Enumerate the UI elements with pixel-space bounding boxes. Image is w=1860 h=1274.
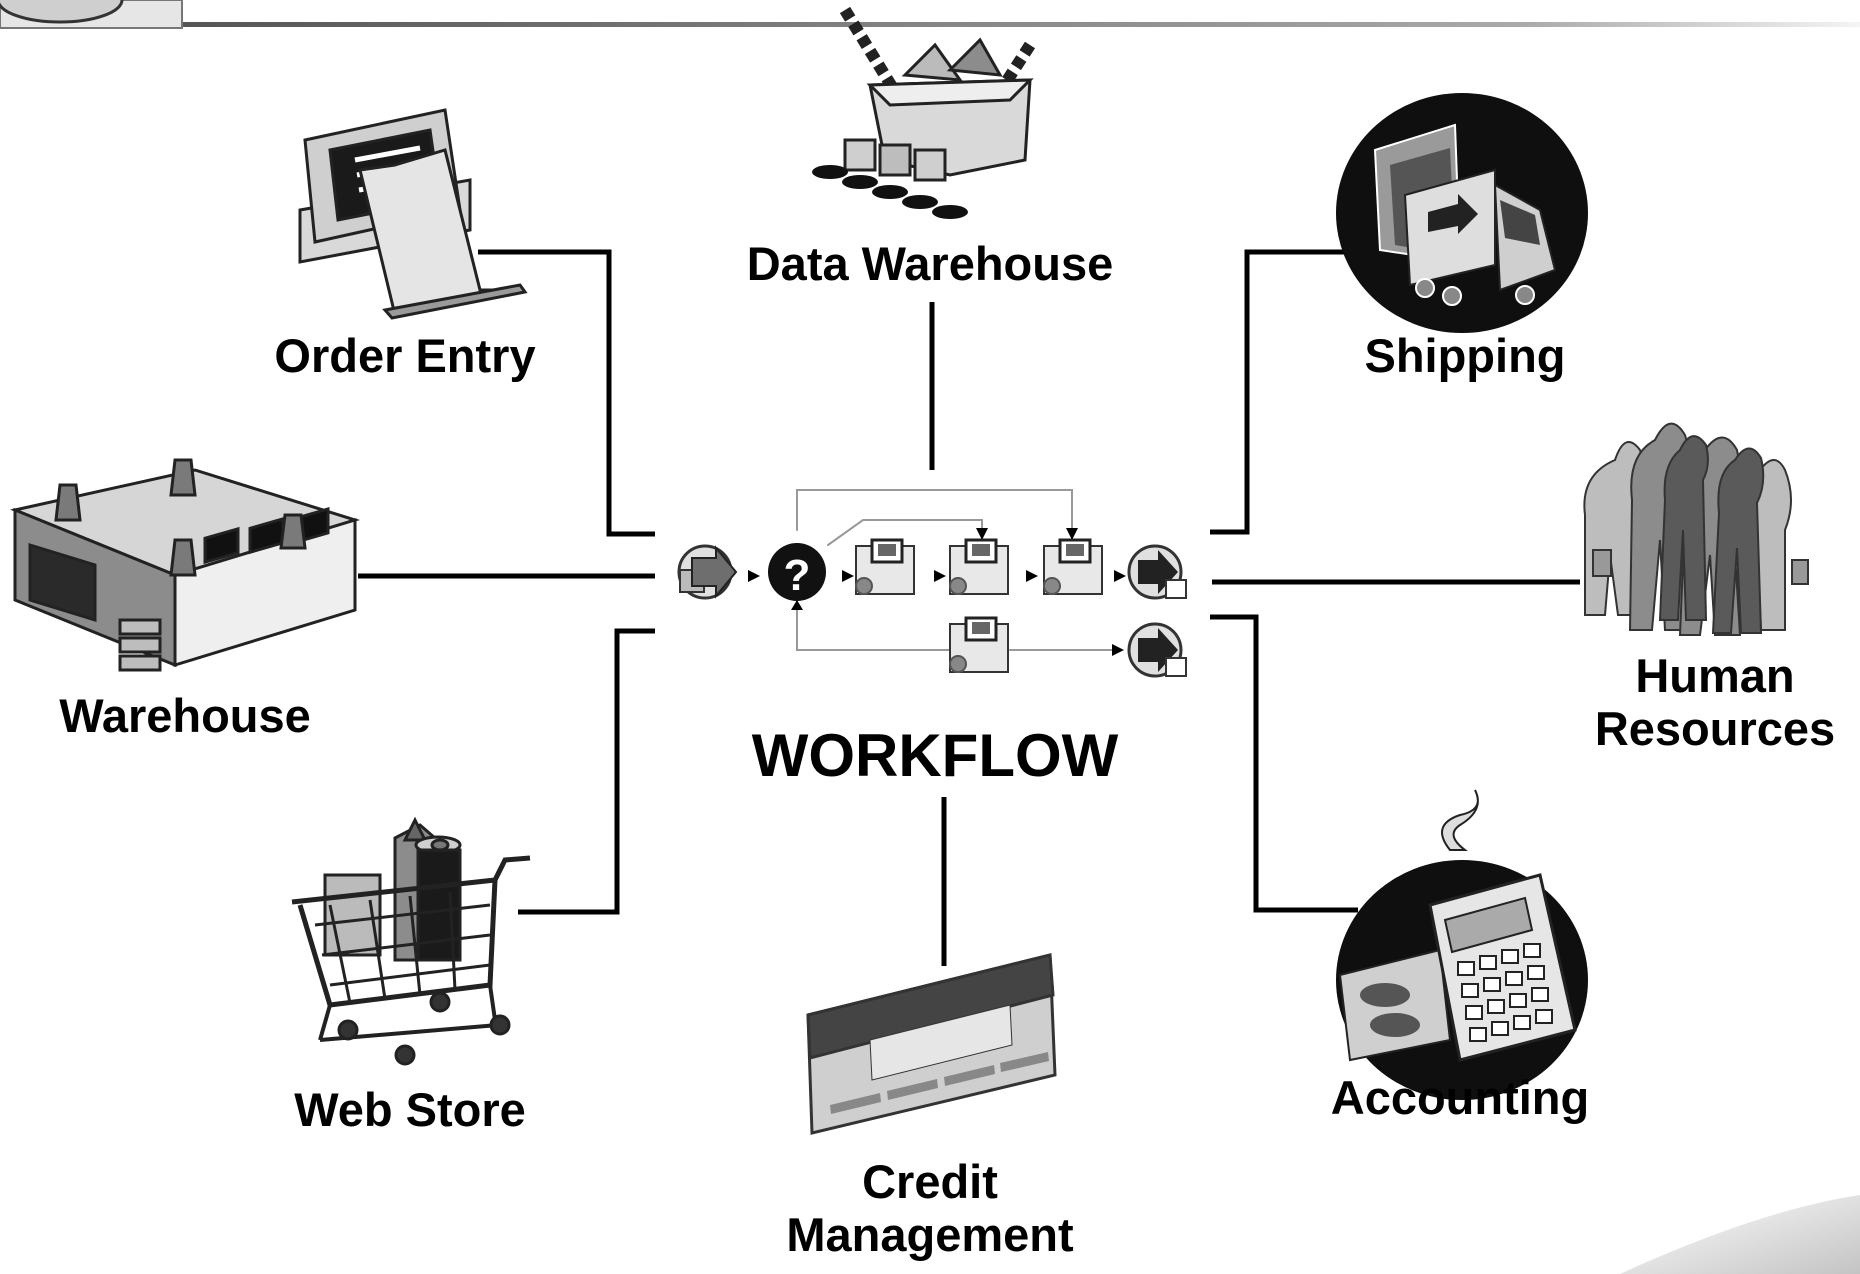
delivery-truck-icon [1336,93,1588,333]
shipping-label: Shipping [1364,329,1566,382]
warehouse-label: Warehouse [59,689,311,742]
human-resources-label-line2: Resources [1594,701,1836,755]
conveyor-hopper-icon [812,6,1036,219]
workflow-start-icon [677,544,738,600]
workflow-activity-icon [1043,538,1103,595]
factory-building-icon [9,458,361,672]
shopping-cart-icon [291,816,531,1066]
calculator-money-icon [1336,789,1588,1100]
header-rule [180,22,1860,27]
data-warehouse-label: Data Warehouse [746,237,1114,290]
logo-seal-icon [0,0,183,29]
workflow-activity-icon [949,616,1009,673]
corner-swoosh [1620,1195,1860,1274]
workflow-end-icon [1127,622,1187,678]
human-resources-label: Human Resources [1570,649,1860,755]
workflow-activity-icon [855,538,915,595]
connector-shipping [1210,249,1345,535]
workflow-decision-icon: ? [768,543,826,601]
connector-accounting [1210,614,1358,913]
credit-management-label-line2: Management [786,1207,1074,1261]
order-entry-label: Order Entry [274,329,536,382]
workflow-process: ? [677,489,1187,678]
web-store-label: Web Store [294,1083,526,1136]
connector-order-entry [478,249,655,537]
workflow-title: WORKFLOW [751,722,1119,789]
computer-terminal-icon [298,108,528,320]
credit-card-icon [806,953,1057,1135]
workflow-end-icon [1127,544,1187,600]
connector-lines [358,249,1580,966]
connector-web-store [518,628,655,915]
people-group-icon [1583,422,1809,636]
workflow-activity-icon [949,538,1009,595]
credit-management-label: Credit Management [760,1155,1100,1261]
human-resources-label-line1: Human [1635,649,1795,702]
svg-text:?: ? [784,551,811,600]
credit-management-label-line1: Credit [862,1155,998,1208]
accounting-label: Accounting [1330,1071,1590,1124]
